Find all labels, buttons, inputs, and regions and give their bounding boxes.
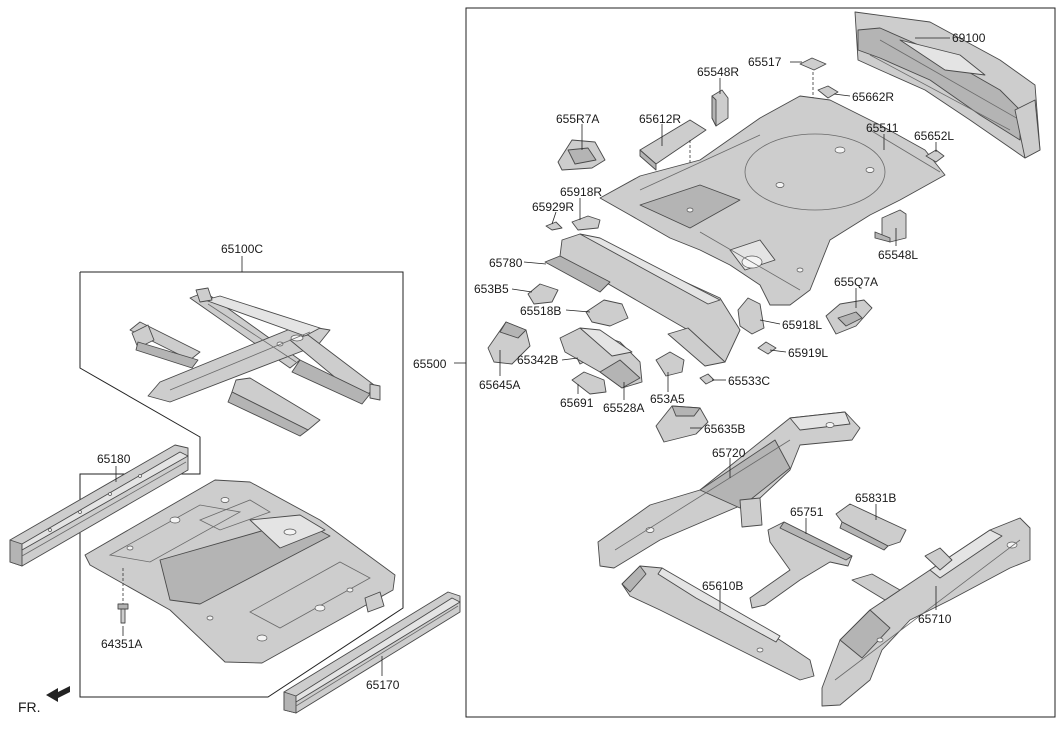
part-64351a-bolt[interactable] [117, 568, 129, 624]
part-65180-side-sill[interactable] [9, 444, 189, 567]
label-65548r: 65548R [697, 65, 739, 79]
part-653a5-bracket[interactable] [655, 351, 685, 377]
part-653b5-bracket[interactable] [527, 283, 559, 305]
part-65548r-bracket[interactable] [711, 89, 729, 127]
label-65635b: 65635B [704, 422, 745, 436]
label-65780: 65780 [489, 256, 523, 270]
front-direction-arrow-icon [46, 686, 70, 702]
label-65929r: 65929R [532, 200, 574, 214]
label-653b5: 653B5 [474, 282, 509, 296]
part-65170-side-sill[interactable] [283, 591, 461, 714]
label-65652l: 65652L [914, 129, 954, 143]
label-65518b: 65518B [520, 304, 561, 318]
label-65751: 65751 [790, 505, 824, 519]
part-65691-bracket[interactable] [571, 371, 607, 395]
part-655r7a-bracket[interactable] [557, 139, 606, 171]
label-65710: 65710 [918, 612, 952, 626]
part-65511-rear-floor-panel[interactable] [599, 95, 946, 306]
label-65342b: 65342B [517, 353, 558, 367]
part-65610b-rear-side-member[interactable] [621, 565, 815, 681]
part-65751-crossmember[interactable] [749, 521, 853, 609]
label-65720: 65720 [712, 446, 746, 460]
label-69100: 69100 [952, 31, 986, 45]
label-655r7a: 655R7A [556, 112, 599, 126]
part-65645a-bracket[interactable] [487, 321, 531, 365]
part-65662r-bracket[interactable] [817, 85, 839, 99]
label-64351a: 64351A [101, 637, 142, 651]
rear-floor-assembly-frame [465, 7, 1056, 718]
part-65918r-bracket[interactable] [571, 215, 601, 231]
label-65612r: 65612R [639, 112, 681, 126]
label-65831b: 65831B [855, 491, 896, 505]
part-65518b-bracket[interactable] [585, 299, 629, 327]
label-65918l: 65918L [782, 318, 822, 332]
label-653a5: 653A5 [650, 392, 685, 406]
label-65610b: 65610B [702, 579, 743, 593]
label-65170: 65170 [366, 678, 400, 692]
part-69100-rear-panel[interactable] [854, 11, 1041, 159]
part-65720-rear-side-member[interactable] [597, 411, 861, 569]
label-65528a: 65528A [603, 401, 644, 415]
part-65780-crossmember[interactable] [544, 233, 741, 367]
part-65635b-bracket[interactable] [655, 405, 709, 443]
part-65548l-bracket[interactable] [874, 209, 907, 243]
part-655q7a-bracket[interactable] [825, 299, 873, 335]
part-65919l-bracket[interactable] [757, 341, 777, 355]
label-65533c: 65533C [728, 374, 770, 388]
part-65831b-bracket[interactable] [835, 503, 907, 551]
label-65662r: 65662R [852, 90, 894, 104]
part-65528a-crossmember[interactable] [559, 327, 643, 389]
part-front-floor-panel[interactable] [84, 479, 396, 664]
label-65645a: 65645A [479, 378, 520, 392]
front-floor-assembly-frame [79, 271, 404, 698]
part-65710-rear-side-member[interactable] [821, 517, 1031, 707]
label-front-direction: FR. [18, 699, 41, 715]
label-65180: 65180 [97, 452, 131, 466]
label-65691: 65691 [560, 396, 594, 410]
label-65511: 65511 [866, 121, 899, 135]
label-65918r: 65918R [560, 185, 602, 199]
part-65533c-bracket[interactable] [699, 373, 715, 385]
label-65919l: 65919L [788, 346, 828, 360]
leader-lines [115, 37, 950, 676]
label-65100c: 65100C [221, 242, 263, 256]
part-65918l-bracket[interactable] [737, 297, 765, 335]
label-65500: 65500 [413, 357, 447, 371]
part-number-labels: 69100 65517 65548R 65662R 655R7A 65612R … [18, 31, 986, 715]
label-655q7a: 655Q7A [834, 275, 878, 289]
label-65548l: 65548L [878, 248, 918, 262]
label-65517: 65517 [748, 55, 782, 69]
part-65652l-bracket[interactable] [925, 149, 945, 163]
part-65929r-bracket[interactable] [545, 221, 563, 231]
part-65100c-crossmember[interactable] [129, 287, 381, 437]
